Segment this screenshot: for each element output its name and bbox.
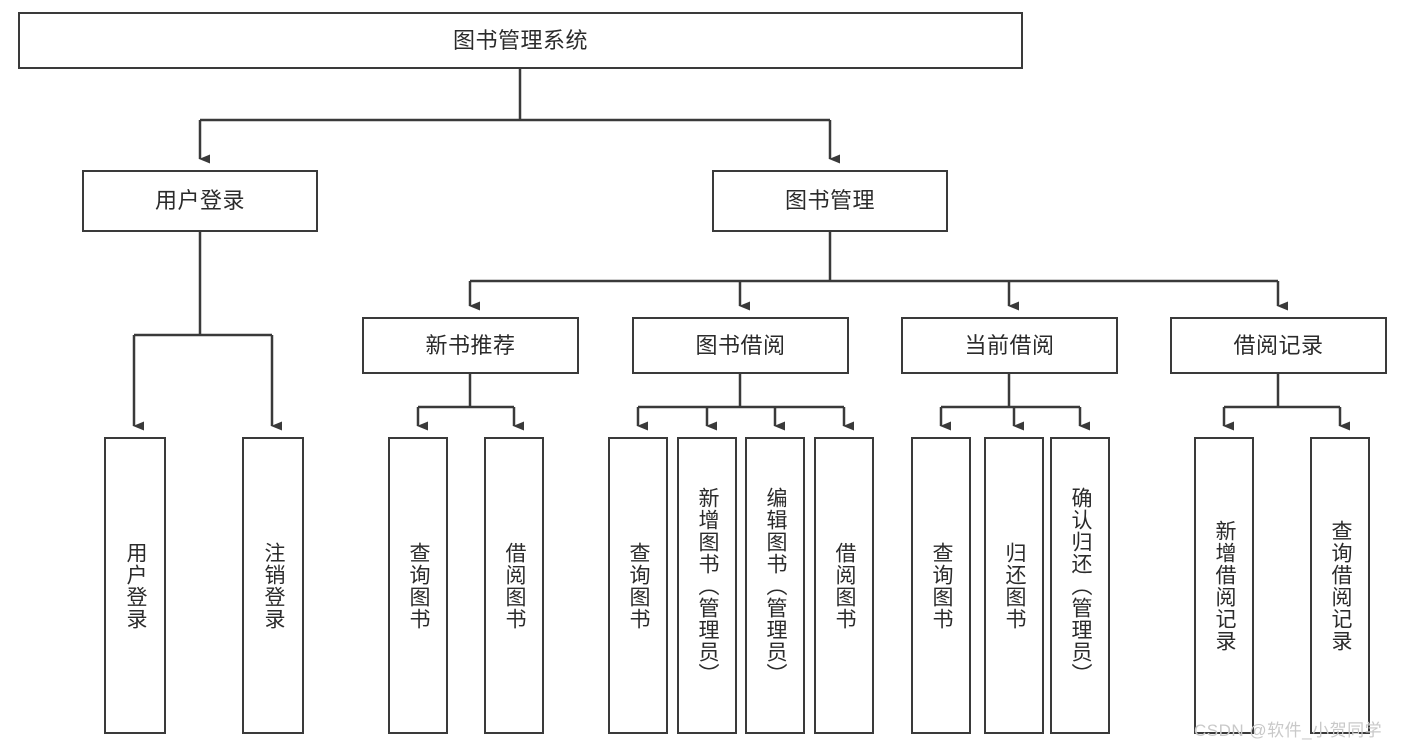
node-label: 查询图书 xyxy=(627,541,651,630)
node-leaf-7[interactable]: 借阅图书 xyxy=(814,437,874,734)
node-label: 注销登录 xyxy=(262,541,286,630)
node-leaf-12[interactable]: 查询借阅记录 xyxy=(1310,437,1370,734)
node-label: 图书管理 xyxy=(784,188,875,214)
node-label: 图书借阅 xyxy=(695,332,786,358)
node-level3-0[interactable]: 新书推荐 xyxy=(362,317,579,374)
node-leaf-3[interactable]: 借阅图书 xyxy=(484,437,544,734)
node-label: 借阅图书 xyxy=(833,541,857,630)
node-leaf-10[interactable]: 确认归还（管理员） xyxy=(1050,437,1110,734)
node-label: 新书推荐 xyxy=(425,332,516,358)
node-leaf-6[interactable]: 编辑图书（管理员） xyxy=(745,437,805,734)
node-label: 新增借阅记录 xyxy=(1213,519,1237,652)
node-label: 用户登录 xyxy=(124,541,148,630)
node-level3-1[interactable]: 图书借阅 xyxy=(632,317,849,374)
node-leaf-11[interactable]: 新增借阅记录 xyxy=(1194,437,1254,734)
node-label: 查询图书 xyxy=(407,541,431,630)
node-label: 确认归还（管理员） xyxy=(1069,486,1093,685)
node-label: 当前借阅 xyxy=(964,332,1055,358)
node-leaf-2[interactable]: 查询图书 xyxy=(388,437,448,734)
node-level3-3[interactable]: 借阅记录 xyxy=(1170,317,1387,374)
node-label: 图书管理系统 xyxy=(452,27,588,53)
node-label: 用户登录 xyxy=(154,188,245,214)
node-label: 借阅记录 xyxy=(1233,332,1324,358)
node-label: 归还图书 xyxy=(1003,541,1027,630)
tree-connectors xyxy=(132,69,1350,431)
node-leaf-9[interactable]: 归还图书 xyxy=(984,437,1044,734)
node-root[interactable]: 图书管理系统 xyxy=(18,12,1023,69)
node-level3-2[interactable]: 当前借阅 xyxy=(901,317,1118,374)
node-label: 借阅图书 xyxy=(503,541,527,630)
node-leaf-4[interactable]: 查询图书 xyxy=(608,437,668,734)
node-label: 编辑图书（管理员） xyxy=(764,486,788,685)
node-label: 查询图书 xyxy=(930,541,954,630)
node-level2-1[interactable]: 图书管理 xyxy=(712,170,948,232)
node-leaf-1[interactable]: 注销登录 xyxy=(242,437,304,734)
node-level2-0[interactable]: 用户登录 xyxy=(82,170,318,232)
node-label: 查询借阅记录 xyxy=(1329,519,1353,652)
node-leaf-5[interactable]: 新增图书（管理员） xyxy=(677,437,737,734)
node-label: 新增图书（管理员） xyxy=(696,486,720,685)
node-leaf-0[interactable]: 用户登录 xyxy=(104,437,166,734)
node-leaf-8[interactable]: 查询图书 xyxy=(911,437,971,734)
